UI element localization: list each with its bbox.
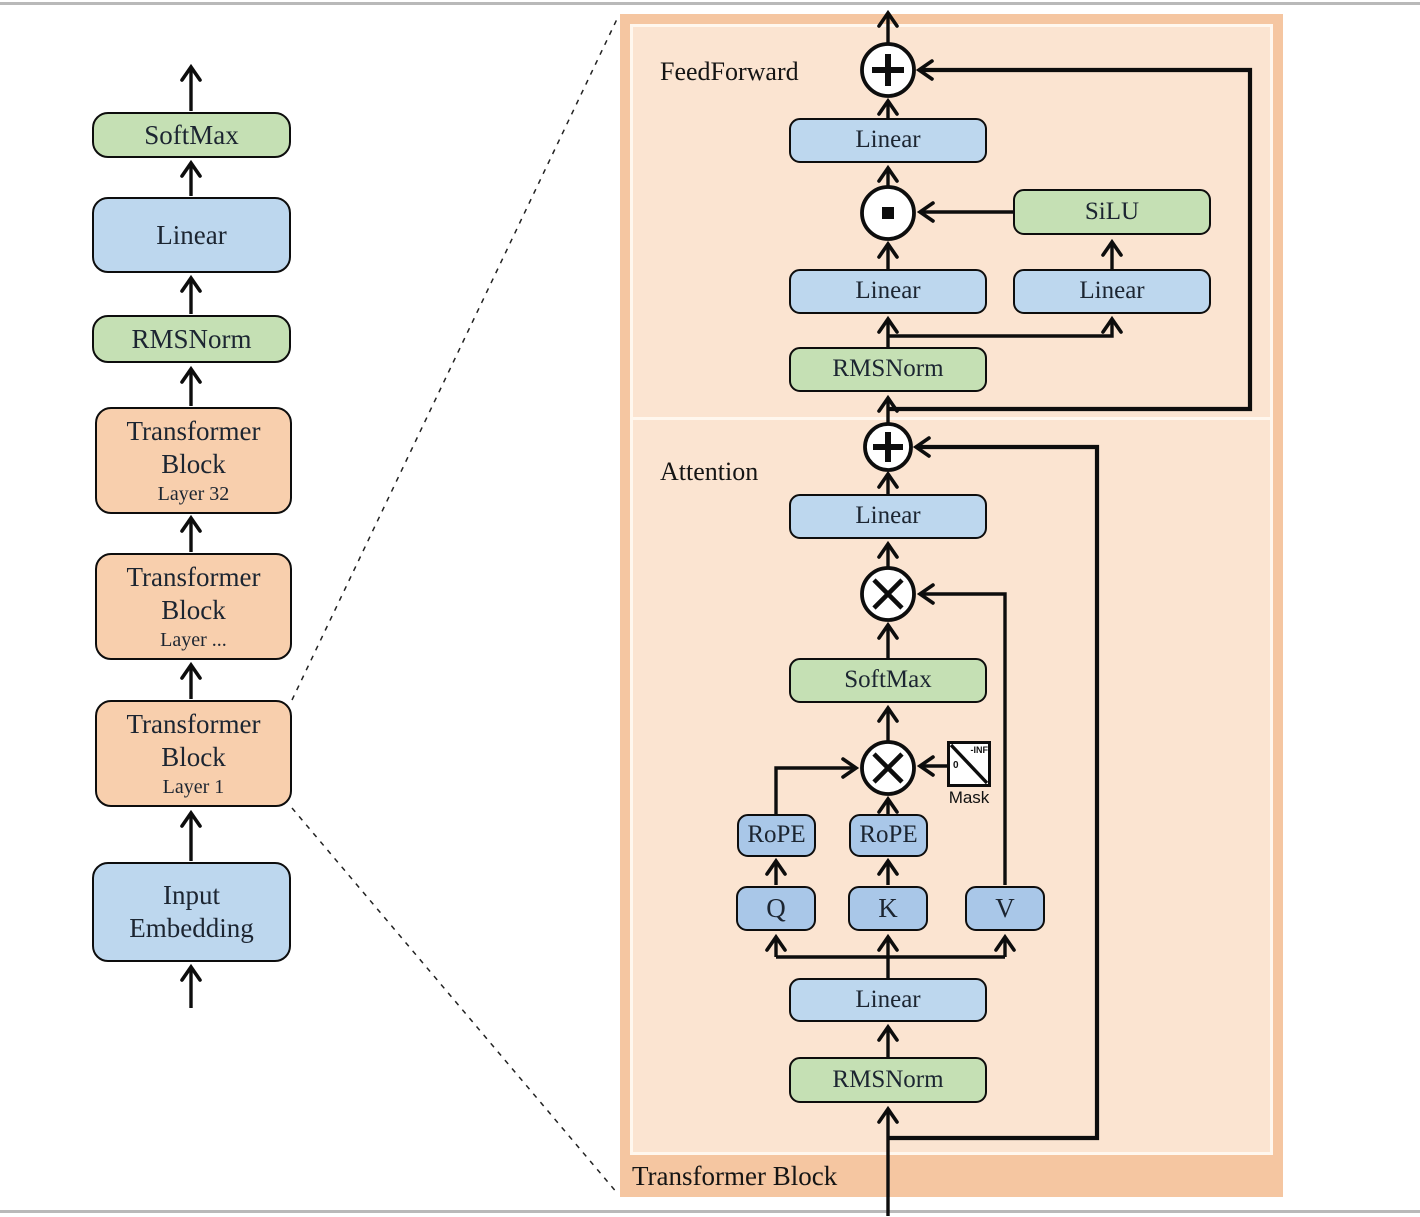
ff-rmsnorm-block: RMSNorm: [789, 347, 987, 392]
transformer-block-layer1: Transformer Block Layer 1: [95, 700, 292, 807]
layer-label: Layer 32: [157, 482, 230, 505]
mask-zero-label: 0: [953, 760, 959, 771]
feedforward-label: FeedForward: [660, 57, 799, 86]
input-embedding-block: Input Embedding: [92, 862, 291, 962]
causal-mask-block: -INF 0: [947, 741, 991, 787]
attn-rmsnorm-block: RMSNorm: [789, 1057, 987, 1103]
layer-label: Layer ...: [160, 628, 227, 651]
bottom-border-line: [0, 1210, 1420, 1213]
left-linear-block: Linear: [92, 197, 291, 273]
ff-linear-right-block: Linear: [1013, 269, 1211, 314]
top-border-line: [0, 2, 1420, 5]
rope-q-block: RoPE: [737, 814, 816, 857]
attn-linear-out-block: Linear: [789, 494, 987, 539]
attn-linear-in-block: Linear: [789, 978, 987, 1022]
transformer-block-layer-dots: Transformer Block Layer ...: [95, 553, 292, 660]
block-label: Transformer Block: [126, 708, 261, 772]
block-label: Transformer Block: [126, 561, 261, 625]
ff-linear-out-block: Linear: [789, 118, 987, 163]
attn-softmax-block: SoftMax: [789, 658, 987, 703]
ff-silu-block: SiLU: [1013, 189, 1211, 235]
v-block: V: [965, 886, 1045, 931]
zoom-callout-lines: [291, 16, 619, 1195]
rope-k-block: RoPE: [849, 814, 928, 857]
mask-neg-inf-label: -INF: [970, 745, 989, 755]
mask-diagonal: [950, 744, 988, 784]
transformer-block-layer32: Transformer Block Layer 32: [95, 407, 292, 514]
attention-label: Attention: [660, 457, 759, 486]
ff-linear-left-block: Linear: [789, 269, 987, 314]
transformer-block-panel-title: Transformer Block: [632, 1161, 838, 1191]
k-block: K: [848, 886, 928, 931]
q-block: Q: [736, 886, 816, 931]
left-softmax-block: SoftMax: [92, 112, 291, 158]
layer-label: Layer 1: [162, 775, 225, 798]
block-label: Transformer Block: [126, 415, 261, 479]
left-rmsnorm-block: RMSNorm: [92, 315, 291, 363]
mask-caption: Mask: [948, 788, 990, 807]
